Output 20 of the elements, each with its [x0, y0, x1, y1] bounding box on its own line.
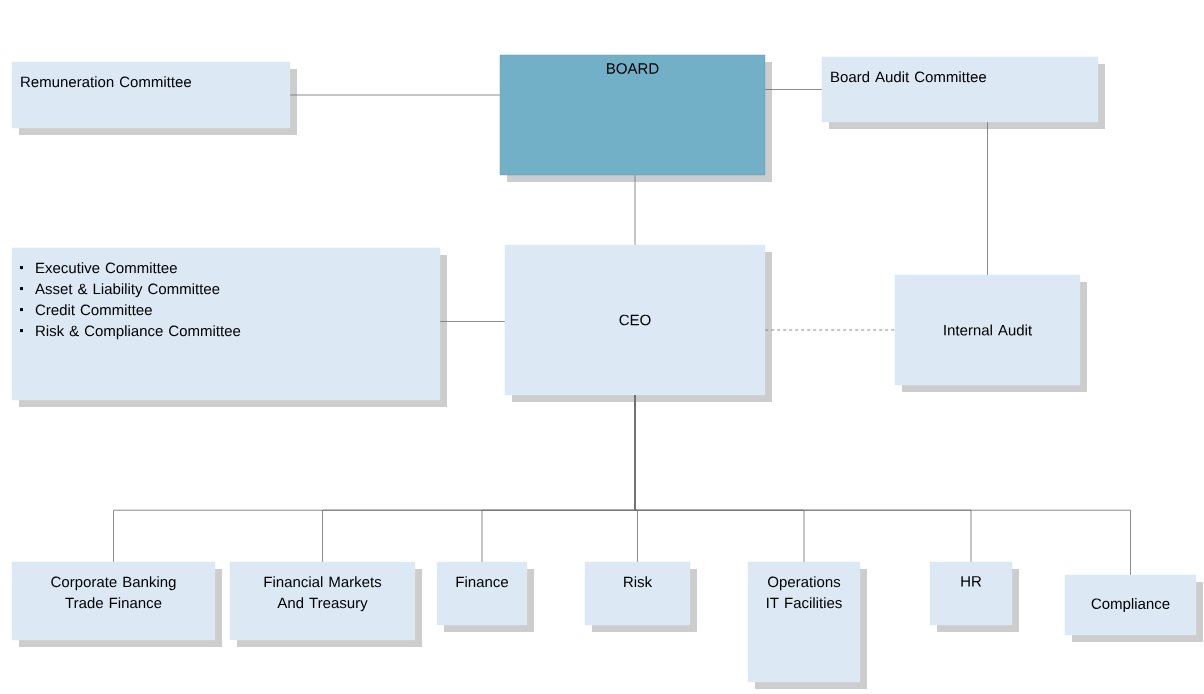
- connector-line: [764, 329, 896, 331]
- org-box: CEO: [504, 244, 772, 402]
- org-box: Risk: [584, 561, 697, 632]
- connector-line: [634, 394, 1131, 576]
- org-box: BOARD: [499, 54, 772, 182]
- org-box: Finance: [436, 561, 534, 632]
- org-box: Financial Markets And Treasury: [229, 561, 422, 647]
- org-box: HR: [929, 561, 1019, 632]
- connector-line: [439, 321, 506, 322]
- org-box: Remuneration Committee: [11, 61, 297, 135]
- org-box: Executive Committee Asset & Liability Committee Credit Committee Risk & Compliance Committee: [11, 247, 447, 407]
- org-box: Compliance: [1064, 574, 1203, 642]
- org-box: Board Audit Committee: [821, 56, 1105, 129]
- connector-line: [289, 94, 501, 96]
- org-box: Corporate Banking Trade Finance: [11, 561, 222, 647]
- org-box: Operations IT Facilities: [747, 561, 867, 689]
- connector-line: [634, 174, 636, 246]
- connector-line: [987, 121, 988, 276]
- org-box: Internal Audit: [894, 274, 1087, 392]
- connector-line: [764, 89, 823, 90]
